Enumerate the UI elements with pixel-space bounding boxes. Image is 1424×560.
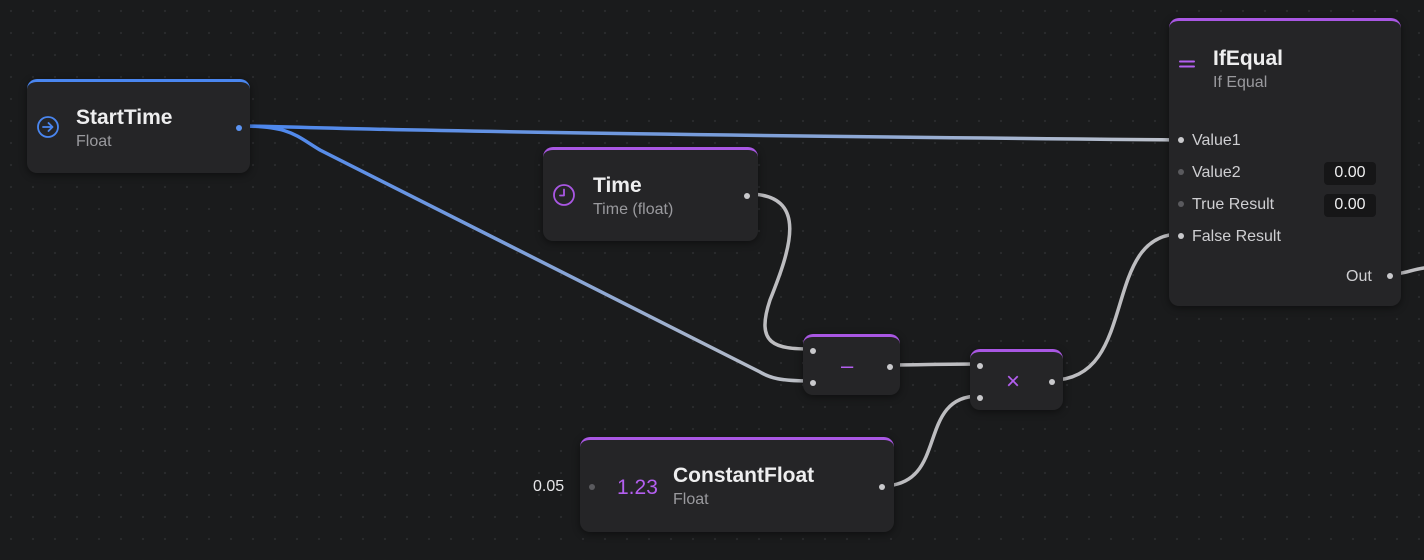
minus-icon: –: [841, 353, 854, 378]
node-subtitle: If Equal: [1213, 74, 1268, 91]
input-port-false-result[interactable]: [1178, 233, 1184, 239]
node-subtitle: Float: [76, 133, 112, 150]
input-label-value2: Value2: [1192, 164, 1241, 181]
input-label-true-result: True Result: [1192, 196, 1275, 213]
arrow-circle-right-icon: [36, 115, 60, 144]
input-port-true-result[interactable]: [1178, 201, 1184, 207]
node-multiply[interactable]: ×: [970, 349, 1063, 410]
true-result-field[interactable]: 0.00: [1324, 194, 1376, 217]
node-time[interactable]: Time Time (float): [543, 147, 758, 241]
input-port-a[interactable]: [810, 348, 816, 354]
node-title: Time: [593, 174, 642, 197]
node-subtitle: Float: [673, 491, 709, 508]
wire-constant-to-multiply[interactable]: [880, 394, 981, 488]
input-label-value1: Value1: [1192, 132, 1241, 149]
wire-subtract-to-multiply[interactable]: [888, 362, 981, 367]
input-port-a[interactable]: [977, 363, 983, 369]
input-port-b[interactable]: [977, 395, 983, 401]
output-port[interactable]: [236, 125, 242, 131]
constant-input-value[interactable]: 0.05: [533, 478, 565, 495]
wire-starttime-to-subtract[interactable]: [238, 124, 814, 383]
node-title: ConstantFloat: [673, 464, 815, 487]
value2-field[interactable]: 0.00: [1324, 162, 1376, 185]
input-port-value1[interactable]: [1178, 137, 1184, 143]
input-port-value2[interactable]: [1178, 169, 1184, 175]
output-port[interactable]: [887, 364, 893, 370]
output-port[interactable]: [744, 193, 750, 199]
node-title: IfEqual: [1213, 47, 1284, 70]
output-port[interactable]: [1387, 273, 1393, 279]
wire-multiply-to-falseresult[interactable]: [1050, 232, 1182, 382]
input-port-b[interactable]: [810, 380, 816, 386]
input-port[interactable]: [589, 484, 595, 490]
wire-time-to-subtract[interactable]: [746, 192, 814, 351]
node-title: StartTime: [76, 106, 173, 129]
equals-icon: [1178, 55, 1196, 78]
clock-icon: [552, 183, 576, 212]
output-port[interactable]: [879, 484, 885, 490]
node-subtract[interactable]: –: [803, 334, 900, 395]
node-if-equal[interactable]: IfEqual If Equal Value1 Value2 0.00 True…: [1169, 18, 1401, 306]
output-label-out: Out: [1346, 268, 1372, 285]
input-label-false-result: False Result: [1192, 228, 1281, 245]
output-port[interactable]: [1049, 379, 1055, 385]
multiply-icon: ×: [1006, 368, 1021, 395]
node-subtitle: Time (float): [593, 201, 674, 218]
node-start-time[interactable]: StartTime Float: [27, 79, 250, 173]
node-constant-float[interactable]: 1.23 ConstantFloat Float: [580, 437, 894, 532]
wire-starttime-to-value1[interactable]: [238, 124, 1182, 142]
number-icon: 1.23: [617, 476, 658, 499]
